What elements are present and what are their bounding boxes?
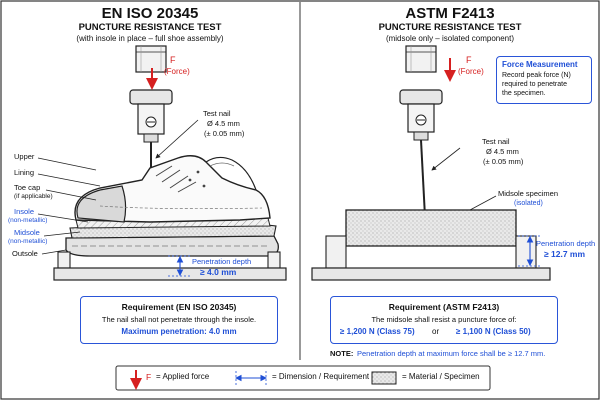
right-nail-diameter: Ø 4.5 mm xyxy=(486,147,519,156)
legend-force-label: = Applied force xyxy=(156,372,210,381)
right-requirement-text: The midsole shall resist a puncture forc… xyxy=(371,315,517,324)
right-penetration-dimension xyxy=(518,235,540,267)
label-toe-cap-note: (if applicable) xyxy=(14,193,53,200)
shoe-drawing xyxy=(65,155,279,257)
left-penetration-value: ≥ 4.0 mm xyxy=(200,267,237,277)
left-leaders xyxy=(37,119,199,255)
right-force-symbol: F xyxy=(466,55,472,65)
label-midsole: Midsole xyxy=(14,228,40,237)
note-text: Penetration depth at maximum force shall… xyxy=(357,349,546,358)
legend-material-label: = Material / Specimen xyxy=(402,372,480,381)
legend-material-swatch xyxy=(371,371,397,385)
right-title: ASTM F2413 xyxy=(405,5,495,22)
left-press xyxy=(129,45,173,256)
left-base-plate xyxy=(53,251,287,281)
specimen-note: (isolated) xyxy=(514,200,543,207)
left-requirement-max: Maximum penetration: 4.0 mm xyxy=(121,327,237,336)
right-nail-label: Test nail xyxy=(482,137,510,146)
left-force-symbol: F xyxy=(170,55,176,65)
left-nail-label: Test nail xyxy=(203,109,231,118)
force-measurement-line-1: Record peak force (N) xyxy=(502,72,571,79)
right-nail-tolerance: (± 0.05 mm) xyxy=(483,157,524,166)
right-requirement-box xyxy=(330,296,558,344)
left-penetration-dimension xyxy=(168,255,190,277)
right-caption: (midsole only – isolated component) xyxy=(385,34,515,43)
note-label: NOTE: xyxy=(330,349,354,358)
left-nail-diameter: Ø 4.5 mm xyxy=(207,119,240,128)
force-measurement-box xyxy=(496,56,592,104)
right-press xyxy=(399,45,443,244)
left-penetration-label: Penetration depth xyxy=(192,257,252,266)
left-requirement-text: The nail shall not penetrate through the… xyxy=(101,315,257,324)
legend-dimension-label: = Dimension / Requirement xyxy=(272,372,370,381)
left-subtitle: PUNCTURE RESISTANCE TEST xyxy=(78,22,222,33)
right-requirement-or: or xyxy=(432,327,440,336)
left-force-label: (Force) xyxy=(164,67,190,76)
left-requirement-box xyxy=(80,296,278,344)
label-insole-note: (non-metallic) xyxy=(8,217,48,224)
force-measurement-line-2: required to penetrate xyxy=(502,81,567,88)
right-force-label: (Force) xyxy=(458,67,484,76)
right-specimen xyxy=(311,209,551,281)
right-requirement-class75: ≥ 1,200 N (Class 75) xyxy=(340,327,415,336)
label-insole: Insole xyxy=(14,207,35,216)
right-requirement-title: Requirement (ASTM F2413) xyxy=(388,302,500,312)
force-measurement-line-3: the specimen. xyxy=(502,90,546,97)
right-subtitle: PUNCTURE RESISTANCE TEST xyxy=(378,22,522,33)
left-caption: (with insole in place – full shoe assemb… xyxy=(76,34,224,43)
specimen-label: Midsole specimen xyxy=(498,189,559,198)
right-penetration-value: ≥ 12.7 mm xyxy=(544,249,586,259)
label-toe-cap: Toe cap xyxy=(14,183,41,192)
label-outsole: Outsole xyxy=(12,249,38,258)
left-title: EN ISO 20345 xyxy=(101,5,199,22)
right-penetration-label: Penetration depth xyxy=(536,239,596,248)
force-measurement-title: Force Measurement xyxy=(502,60,578,69)
label-midsole-note: (non-metallic) xyxy=(8,238,48,245)
left-nail-tolerance: (± 0.05 mm) xyxy=(204,129,245,138)
label-lining: Lining xyxy=(14,168,35,177)
right-requirement-class50: ≥ 1,100 N (Class 50) xyxy=(456,327,531,336)
label-upper: Upper xyxy=(14,152,35,161)
left-requirement-title: Requirement (EN ISO 20345) xyxy=(121,302,237,312)
right-leaders xyxy=(431,147,497,211)
legend-force-symbol: F xyxy=(146,372,152,382)
